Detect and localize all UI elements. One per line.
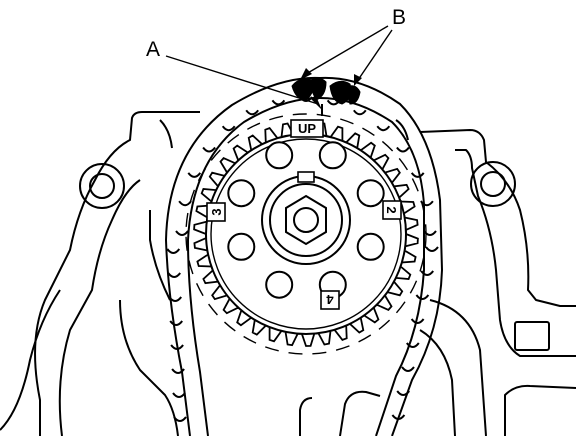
belt-alignment-marks <box>291 77 361 105</box>
pulley-hole <box>356 232 385 261</box>
callout-a-label: A <box>146 38 160 61</box>
belt-tooth <box>425 246 439 252</box>
mark-3-label: 3 <box>209 208 224 215</box>
belt-tooth <box>173 416 187 422</box>
pulley-hole <box>265 270 294 299</box>
belt-tooth <box>170 344 184 350</box>
belt-tooth <box>376 125 391 132</box>
belt-tooth <box>245 109 259 116</box>
pulley-center-bolt <box>285 194 327 246</box>
belt-tooth <box>410 172 425 178</box>
pulley-hole <box>227 179 256 208</box>
belt-tooth <box>396 390 410 396</box>
belt-tooth <box>415 294 430 300</box>
up-mark-label: UP <box>298 121 316 136</box>
mark-2: 2 <box>382 200 402 220</box>
belt-tooth <box>167 272 181 278</box>
belt-tooth <box>353 109 367 116</box>
up-mark: UP <box>290 119 324 138</box>
belt-tooth <box>401 366 415 372</box>
belt-tooth <box>410 318 425 324</box>
belt-tooth <box>202 146 216 153</box>
callout-b-label: B <box>392 6 406 29</box>
belt-tooth <box>168 296 182 302</box>
callout-a: A <box>146 38 322 110</box>
belt-tooth <box>166 248 181 254</box>
belt-tooth <box>423 230 437 236</box>
mark-4-label: 4 <box>326 292 334 307</box>
belt-tooth <box>396 146 410 153</box>
belt-tooth <box>175 230 189 236</box>
mark-2-label: 2 <box>384 206 399 213</box>
pulley-hole <box>356 179 385 208</box>
belt-tooth <box>187 172 202 178</box>
pulley-hole <box>265 141 294 170</box>
pulley-hole <box>318 141 347 170</box>
housing-bolt-left <box>79 163 125 209</box>
housing-bolt-right <box>470 161 516 207</box>
belt-tooth <box>420 270 434 276</box>
belt-tooth <box>169 320 183 326</box>
pulley-hole <box>227 232 256 261</box>
belt-tooth <box>271 99 286 106</box>
belt-tooth <box>406 342 420 348</box>
belt-tooth <box>178 200 192 207</box>
mark-3: 3 <box>206 202 226 222</box>
mark-4: 4 <box>320 290 340 310</box>
belt-tooth <box>391 414 406 420</box>
callout-b: B <box>300 6 406 86</box>
belt-tooth <box>171 368 185 374</box>
belt-tooth <box>221 125 236 132</box>
belt-tooth <box>172 392 186 398</box>
